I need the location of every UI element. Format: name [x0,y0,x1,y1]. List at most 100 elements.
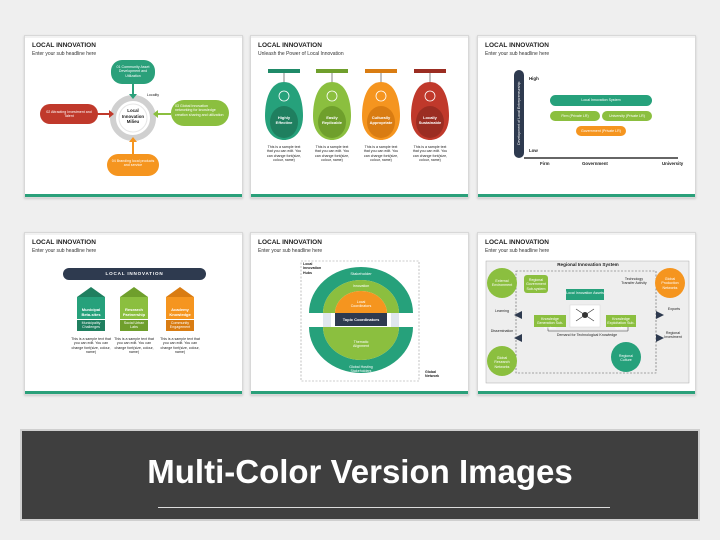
pillar-label-1: Municipal Beta-sites [81,307,101,317]
slide-title: LOCAL INNOVATION [32,42,96,49]
hosting-label: Global Hosting Stakeholders [349,365,373,374]
learning-label: Learning [495,309,509,313]
egg-label-4: Locally Sustainable [418,115,442,125]
local-coordinators-label: Local Coordinators [350,300,372,309]
milieu-diagram [40,60,229,176]
innovation-label: Innovation [352,284,370,288]
egg-diagram [265,69,449,140]
node-label-branding: 04 Branding local products and service [111,159,155,168]
thematic-label: Thematic Alignment [353,340,369,349]
hubs-label: Local Innovation Hubs [303,262,322,275]
egg-label-1: Highly Effective [275,115,293,125]
thumbnail-slide-2[interactable]: LOCAL INNOVATION Unleash the Power of Lo… [250,35,469,198]
pillar-banner-label: LOCAL INNOVATION [105,271,164,276]
bar-label-local-system: Local Innovation System [581,98,621,102]
topic-coordinators-label: Topic Coordinators [342,317,380,322]
stakeholder-label: Stakeholder [350,271,372,276]
bar-university [602,111,652,121]
egg-label-3: Culturally Appropriate [369,115,393,125]
pillar-sub-1: Municipality Challenges [81,321,101,330]
slide-subtitle: Unleash the Power of Local Innovation [258,51,344,57]
regional-system-diagram [485,260,690,384]
system-title: Regional Innovation System [557,262,619,267]
node-label-community: 01 Community Asset Development and Utili… [116,65,150,78]
x-tick-firm: Firm [540,161,550,166]
knowledge-exp-label: Knowledge Exploitation Sub-system [607,317,635,330]
slide-subtitle: Enter your sub headline here [32,248,97,254]
pillar-sub-2: Social Urban Labs [123,321,145,330]
thumbnail-slide-5[interactable]: LOCAL INNOVATION Enter your sub headline… [250,232,469,395]
egg-text-3: This is a sample text that you can edit.… [363,145,399,163]
hubs-diagram [300,260,420,382]
egg-3 [362,69,400,140]
thumbnail-slide-3[interactable]: LOCAL INNOVATION Enter your sub headline… [477,35,696,198]
slide-title: LOCAL INNOVATION [485,239,549,246]
node-community [111,60,155,84]
egg-text-1: This is a sample text that you can edit.… [266,145,302,163]
network-label: Global Network [425,370,440,379]
local-clusters-label: Local Innovation Assets [566,291,604,295]
center-label: Local Innovation Milieu [121,108,145,124]
egg-text-4: This is a sample text that you can edit.… [412,145,448,163]
egg-2 [313,69,351,140]
slide-subtitle: Enter your sub headline here [485,248,550,254]
slide-title: LOCAL INNOVATION [258,42,322,49]
node-global [171,100,229,126]
x-tick-university: University [662,161,684,166]
global-prod-label: Global Production Networks [661,277,679,290]
locality-label: Locality [146,93,160,97]
regional-invest-label: Regional Investment [664,331,682,340]
pillar-sub-3: Community Engagement [169,321,191,330]
egg-4 [411,69,449,140]
bar-label-government: Government (Private LR) [581,129,621,133]
circle-global-research [487,346,517,376]
slide-subtitle: Enter your sub headline here [32,51,97,57]
banner-divider [158,507,610,508]
demand-label: Demand for Technological Knowledge [556,333,618,337]
bar-government [576,126,626,136]
egg-label-2: Easily Replicable [321,115,342,125]
dissemination-label: Dissemination [490,329,514,333]
exports-label: Exports [667,307,681,311]
pillar-label-3: Academy Knowledge [169,307,191,317]
pillar-text-3: This is a sample text that you can edit.… [160,337,200,355]
bar-label-university: University (Private LR) [609,114,645,118]
circle-external [487,268,517,298]
node-label-global: 03 Global Innovation networking for know… [175,104,224,117]
node-investment [40,104,98,124]
global-research-label: Global Research Networks [494,356,510,369]
bar-label-firm: Firm (Private LR) [561,114,589,118]
node-branding [107,154,159,176]
egg-text-2: This is a sample text that you can edit.… [314,145,350,163]
egg-1 [265,69,303,140]
y-axis-label: Development of Local Entrepreneurship [516,81,521,145]
circle-global-prod [655,268,685,298]
circle-regional-culture [611,342,641,372]
entrepreneurship-chart [514,70,678,159]
regional-culture-label: Regional Culture [618,354,634,363]
y-high-label: High [529,76,539,81]
pillars-diagram [63,268,206,331]
thumbnail-slide-6[interactable]: LOCAL INNOVATION Enter your sub headline… [477,232,696,395]
banner-title: Multi-Color Version Images [147,453,573,490]
slide-title: LOCAL INNOVATION [485,42,549,49]
node-label-investment: 02 Attracting Investment and Talent [46,110,92,119]
footer-banner: Multi-Color Version Images [20,429,700,521]
pillar-label-2: Research Partnership [122,307,146,317]
regional-gov-label: Regional Government Sub-system [526,278,546,291]
x-tick-government: Government [582,161,608,166]
bar-local-system [550,95,652,106]
pillar-text-1: This is a sample text that you can edit.… [71,337,111,355]
pillar-text-2: This is a sample text that you can edit.… [114,337,154,355]
slide-subtitle: Enter your sub headline here [485,51,550,57]
knowledge-gen-label: Knowledge Generation Sub-system [536,317,564,330]
thumbnail-slide-4[interactable]: LOCAL INNOVATION Enter your sub headline… [24,232,243,395]
slide-title: LOCAL INNOVATION [32,239,96,246]
bar-firm [550,111,600,121]
external-label: External Environment [491,279,513,288]
tech-transfer-label: Technology Transfer Activity [621,277,647,286]
y-low-label: Low [529,148,538,153]
slide-subtitle: Enter your sub headline here [258,248,323,254]
thumbnail-slide-1[interactable]: LOCAL INNOVATION Enter your sub headline… [24,35,243,198]
slide-title: LOCAL INNOVATION [258,239,322,246]
